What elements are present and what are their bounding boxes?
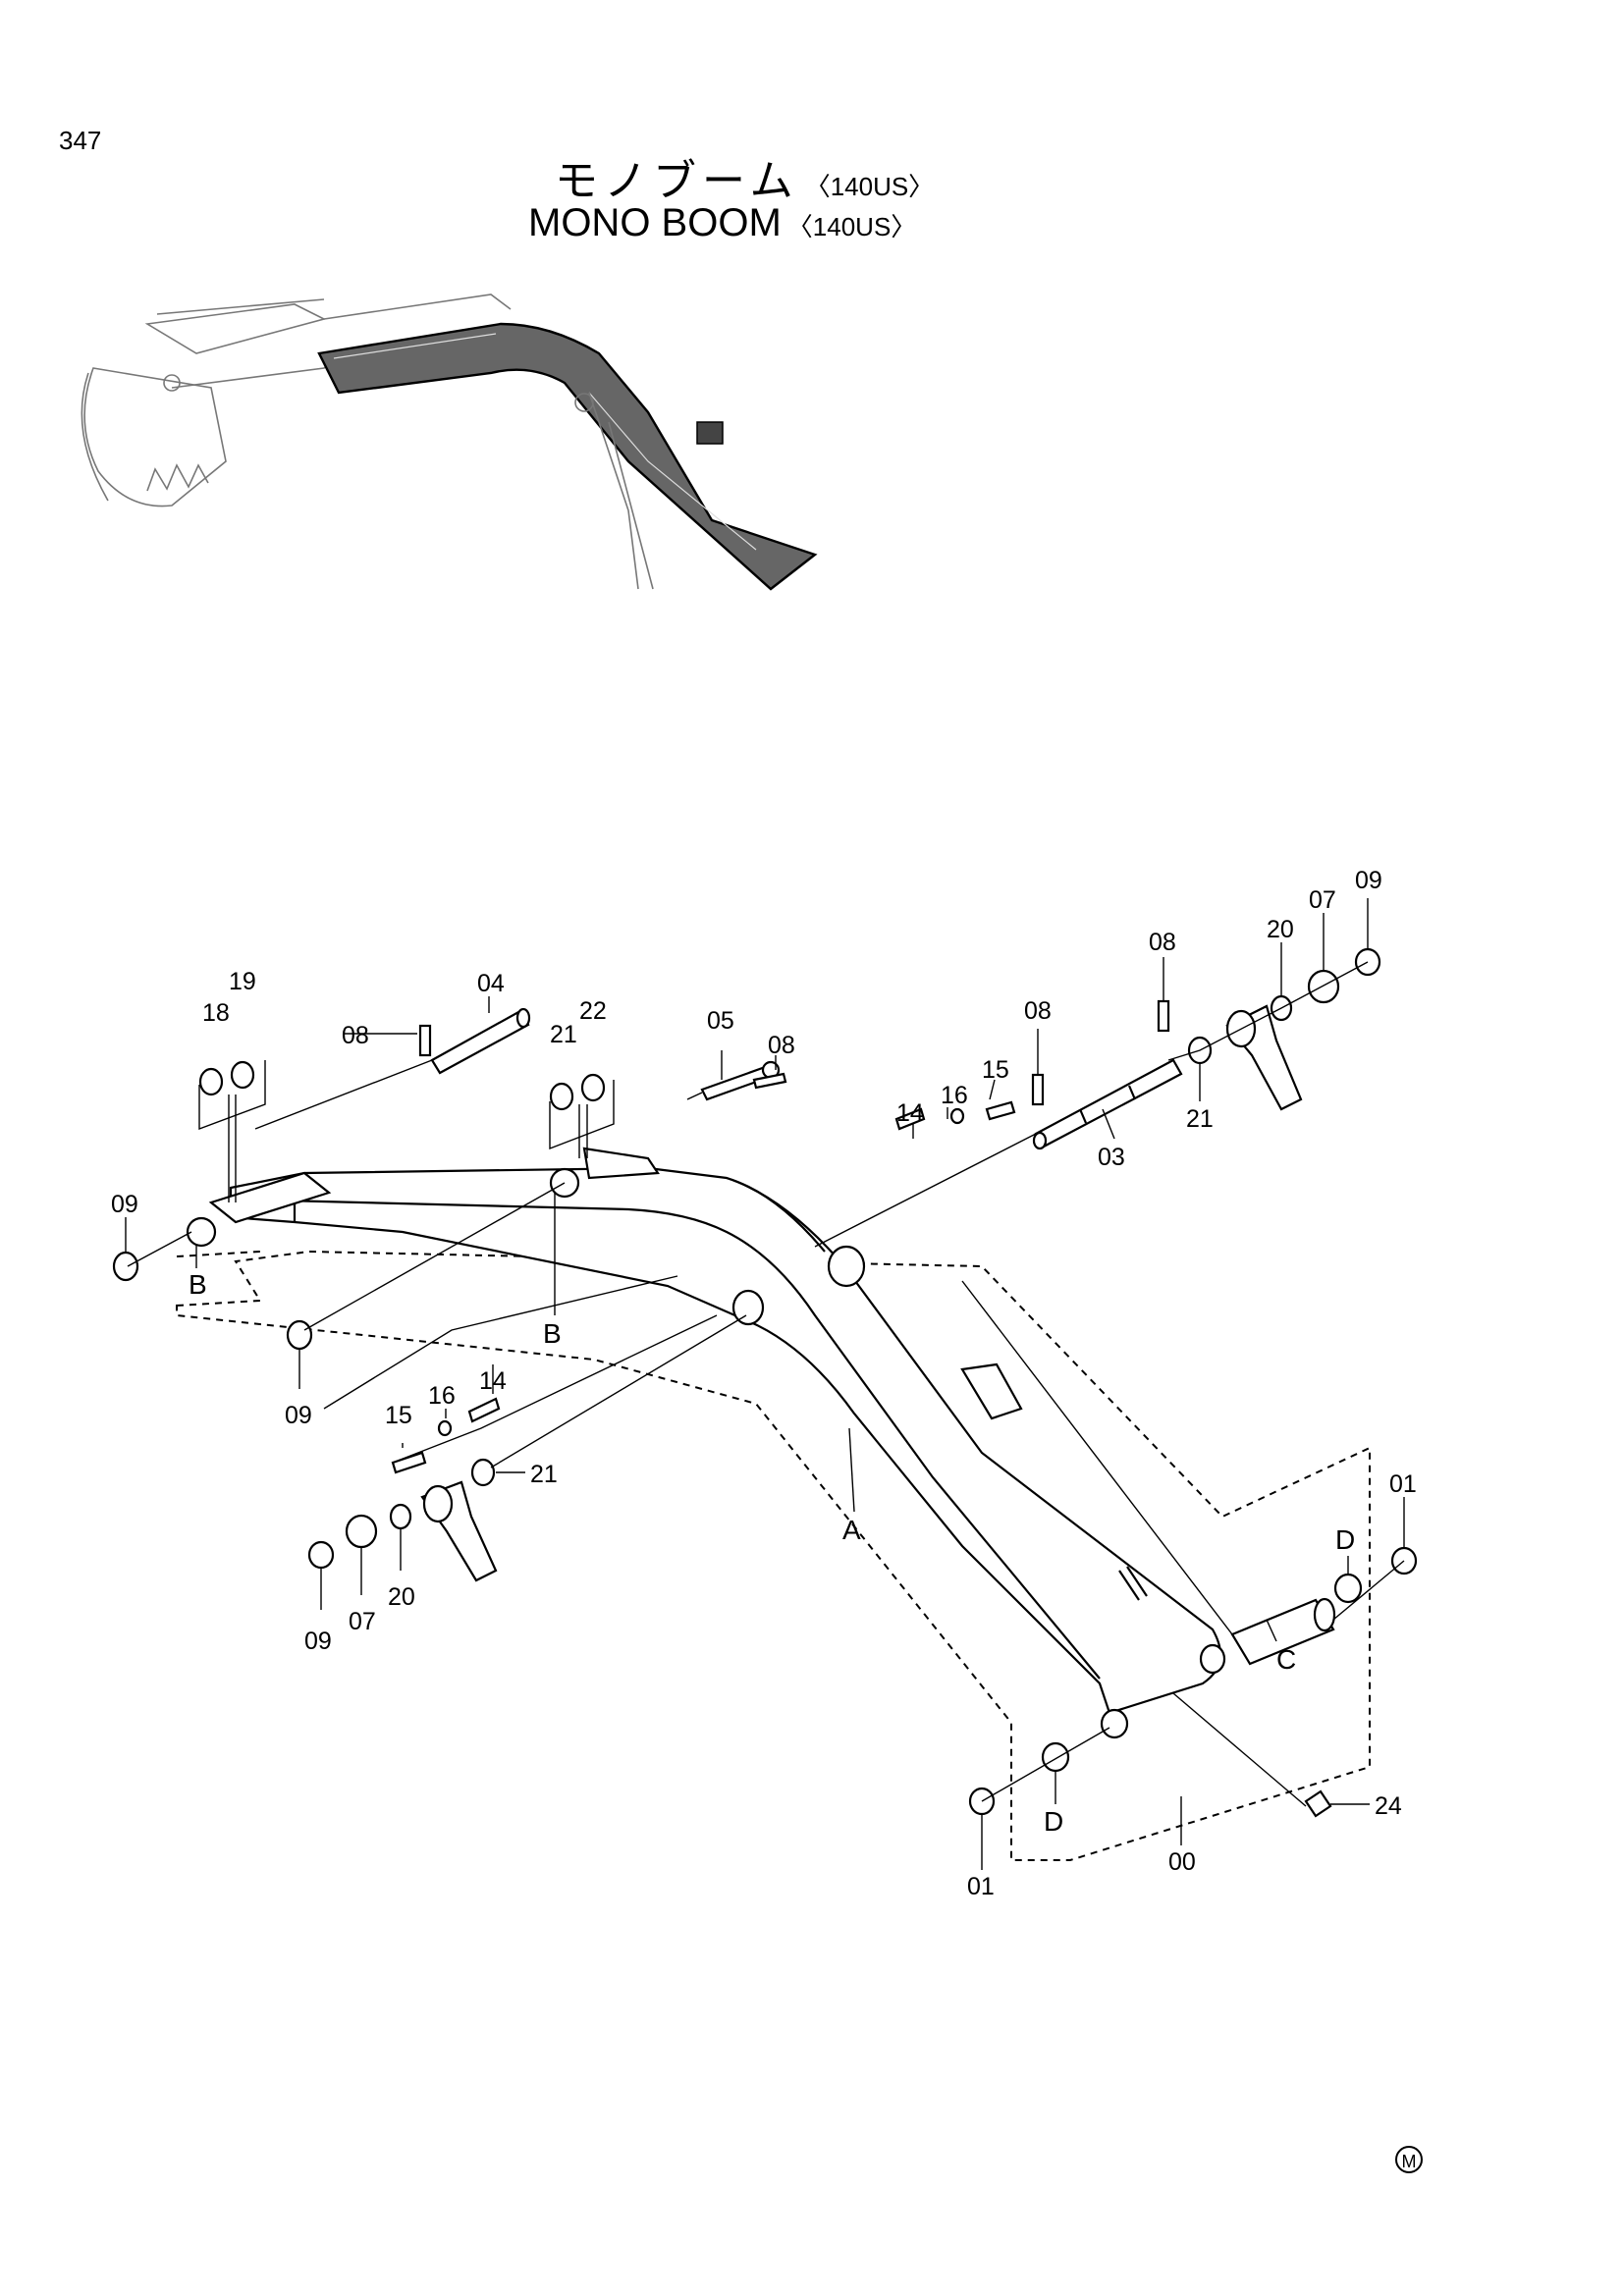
part-labels: 19 18 08 04 21 22 05 08 08 08 15 16 14 0… <box>111 867 1417 1900</box>
label-part-18: 18 <box>202 999 230 1027</box>
label-part-01-right: 01 <box>1389 1470 1417 1498</box>
letter-b-left: B <box>189 1269 207 1300</box>
cylinder-rods <box>420 1004 1303 1582</box>
letter-a: A <box>842 1515 861 1545</box>
label-part-14-upper: 14 <box>896 1099 924 1127</box>
bracket-21-22 <box>549 1080 615 1150</box>
bracket-18-19 <box>198 1060 266 1131</box>
label-part-00: 00 <box>1168 1848 1196 1876</box>
boom-highlight <box>317 322 818 591</box>
bolts-and-locks <box>391 1100 1332 1818</box>
label-part-21-upper: 21 <box>550 1021 577 1048</box>
page-title-english: MONO BOOM〈140US〉 <box>528 201 916 245</box>
label-part-08-right: 08 <box>1149 929 1176 956</box>
letter-d-right: D <box>1335 1524 1355 1555</box>
assembly-boundary-left <box>176 1251 261 1257</box>
label-part-24: 24 <box>1375 1792 1402 1820</box>
label-part-16-lower: 16 <box>428 1382 456 1410</box>
page-number: 347 <box>59 126 102 155</box>
label-part-21-lower: 21 <box>530 1461 558 1488</box>
label-part-08-center: 08 <box>768 1032 795 1059</box>
label-part-20-lower: 20 <box>388 1583 415 1611</box>
label-part-19: 19 <box>229 968 256 995</box>
label-part-09-middle: 09 <box>285 1402 312 1429</box>
label-part-14-lower: 14 <box>479 1367 507 1395</box>
label-part-09-left: 09 <box>111 1191 138 1218</box>
pin-c <box>1230 1597 1336 1666</box>
washers-and-rings <box>112 947 1418 1816</box>
publisher-mark-letter: M <box>1402 2152 1417 2171</box>
label-part-03: 03 <box>1098 1144 1125 1171</box>
letter-d-lower: D <box>1044 1806 1063 1837</box>
label-part-15-lower: 15 <box>385 1402 412 1429</box>
label-part-07-upper: 07 <box>1309 886 1336 914</box>
label-part-22: 22 <box>579 997 607 1025</box>
label-part-01-lower: 01 <box>967 1873 995 1900</box>
label-part-04: 04 <box>477 970 505 997</box>
label-part-09-upper: 09 <box>1355 867 1382 894</box>
label-part-20-upper: 20 <box>1267 916 1294 943</box>
label-part-08-upper: 08 <box>1024 997 1052 1025</box>
label-part-21-right: 21 <box>1186 1105 1214 1133</box>
arm-cylinder-ghost <box>323 294 654 590</box>
callout-leaders <box>125 898 1405 1870</box>
location-thumbnail <box>81 294 818 591</box>
pin-04 <box>430 1007 531 1075</box>
label-part-15-upper: 15 <box>982 1056 1009 1084</box>
label-part-07-lower: 07 <box>349 1608 376 1635</box>
title-en-text: MONO BOOM <box>528 201 782 244</box>
pin-03 <box>1032 1058 1183 1150</box>
model-code-jp: 〈140US〉 <box>804 172 935 201</box>
label-part-09-lower: 09 <box>304 1628 332 1655</box>
leader-lines <box>127 961 1405 1807</box>
bucket-ghost-illustration <box>81 298 345 507</box>
label-part-16-upper: 16 <box>941 1082 968 1109</box>
title-jp-text: モノブーム <box>555 157 799 205</box>
label-part-05: 05 <box>707 1007 734 1035</box>
letter-c: C <box>1276 1644 1296 1675</box>
reference-letters: A B B C D D <box>189 1269 1355 1837</box>
assembly-boundary <box>176 1250 1371 1861</box>
letter-b-center: B <box>543 1318 562 1349</box>
model-code-en: 〈140US〉 <box>786 212 917 241</box>
publisher-mark: M <box>1395 2146 1423 2173</box>
page-title-japanese: モノブーム〈140US〉 <box>555 145 934 208</box>
boom-body <box>186 1147 1226 1739</box>
label-part-08-left: 08 <box>342 1022 369 1049</box>
